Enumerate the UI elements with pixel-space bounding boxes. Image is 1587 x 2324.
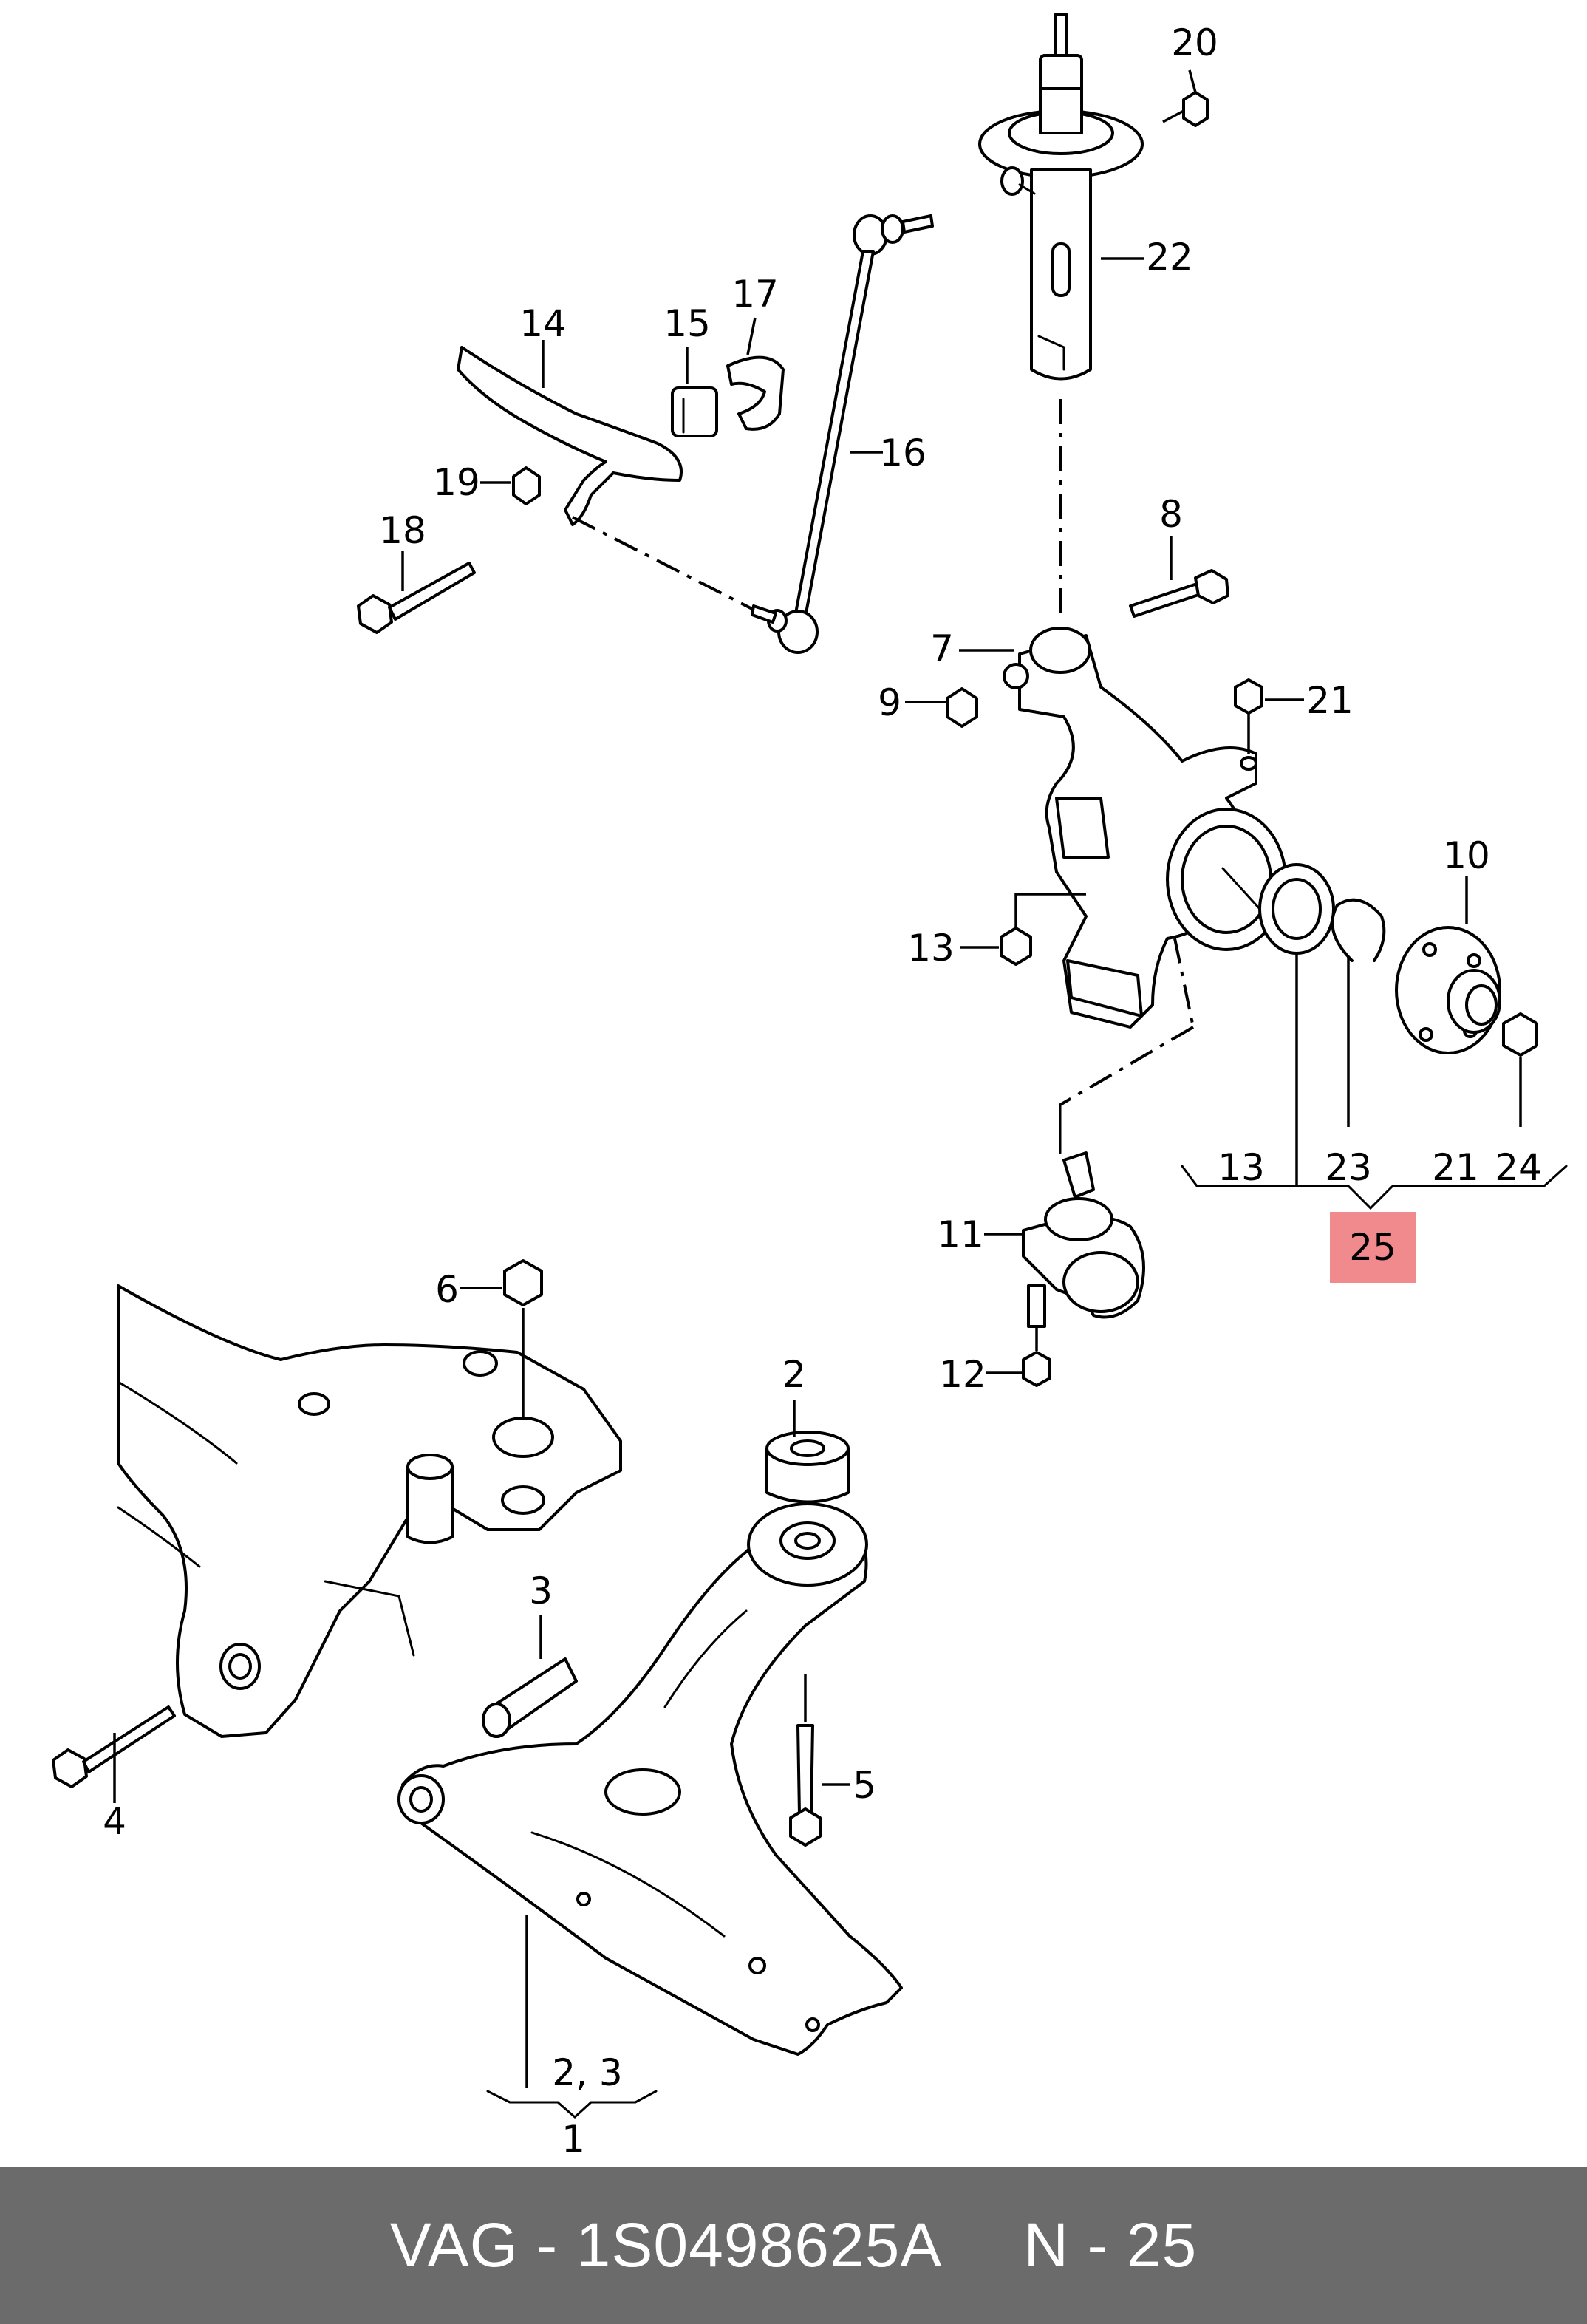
callout-17: 17 xyxy=(731,273,779,316)
callout-21-kit: 21 xyxy=(1432,1146,1479,1189)
callout-19: 19 xyxy=(433,461,480,504)
nut-20 xyxy=(1182,91,1209,127)
callout-25: 25 xyxy=(1349,1226,1396,1269)
circlip-23 xyxy=(1331,898,1386,962)
callout-21-top: 21 xyxy=(1306,679,1354,722)
exploded-parts-diagram: 20 22 14 15 17 16 19 18 8 7 9 21 10 13 1… xyxy=(52,13,1568,2161)
coupling-rod-16 xyxy=(751,214,934,654)
callout-4: 4 xyxy=(103,1800,126,1843)
bushing-2 xyxy=(765,1431,850,1504)
subframe xyxy=(117,1284,622,1738)
footer-part-number: 1S0498625A xyxy=(576,2210,943,2280)
callout-9: 9 xyxy=(878,681,901,724)
footer-separator: - xyxy=(536,2210,559,2280)
bolt-18 xyxy=(357,562,476,634)
bushing-subframe xyxy=(406,1454,454,1544)
footer-brand: VAG xyxy=(389,2210,519,2280)
nut-9 xyxy=(946,687,978,728)
nut-13-knuckle xyxy=(1000,927,1032,966)
callout-18: 18 xyxy=(379,509,426,552)
callout-13-kit: 13 xyxy=(1218,1146,1265,1189)
callout-2: 2 xyxy=(782,1353,806,1396)
callout-22: 22 xyxy=(1146,236,1193,279)
strut-shock-absorber xyxy=(978,13,1144,381)
callout-8: 8 xyxy=(1159,493,1183,536)
callout-2-3: 2, 3 xyxy=(552,2051,622,2094)
callout-12: 12 xyxy=(939,1353,986,1396)
callout-7: 7 xyxy=(930,627,954,670)
highlight-box-25 xyxy=(1330,1212,1416,1283)
bolt-5 xyxy=(789,1724,822,1847)
callout-16: 16 xyxy=(879,432,926,474)
stabilizer-bar xyxy=(457,346,683,526)
callout-11: 11 xyxy=(937,1213,984,1256)
callout-15: 15 xyxy=(663,302,711,345)
callout-10: 10 xyxy=(1443,834,1490,877)
callout-6: 6 xyxy=(435,1268,459,1311)
nut-19 xyxy=(512,466,541,505)
lower-control-arm xyxy=(397,1502,903,2056)
bolt-8 xyxy=(1129,569,1229,618)
nut-24 xyxy=(1502,1012,1538,1057)
callout-5: 5 xyxy=(853,1764,876,1807)
footer-ref-separator: - xyxy=(1087,2210,1109,2280)
footer-ref-prefix: N xyxy=(1023,2210,1070,2280)
footer-ref-number: 25 xyxy=(1126,2210,1198,2280)
bushing-3 xyxy=(482,1657,578,1738)
callout-14: 14 xyxy=(519,302,567,345)
wheel-bearing-13 xyxy=(1221,863,1335,955)
callout-1: 1 xyxy=(562,2118,585,2161)
bolt-4 xyxy=(52,1705,176,1788)
callout-24: 24 xyxy=(1495,1146,1542,1189)
part-number-footer: VAG - 1S0498625A N - 25 xyxy=(0,2167,1587,2324)
nut-6 xyxy=(503,1259,543,1306)
callout-23-kit: 23 xyxy=(1325,1146,1372,1189)
nut-12 xyxy=(1022,1351,1051,1387)
wheel-bearing-housing-7 xyxy=(1003,627,1287,1029)
bushing-15 xyxy=(671,386,718,437)
callout-20: 20 xyxy=(1171,21,1218,64)
bracket-17 xyxy=(726,355,785,431)
ball-joint-11 xyxy=(1022,1103,1145,1328)
callout-3: 3 xyxy=(529,1570,553,1612)
callout-13-knuckle: 13 xyxy=(907,927,955,970)
wheel-hub-10 xyxy=(1395,926,1501,1054)
nut-21-top xyxy=(1234,678,1263,715)
